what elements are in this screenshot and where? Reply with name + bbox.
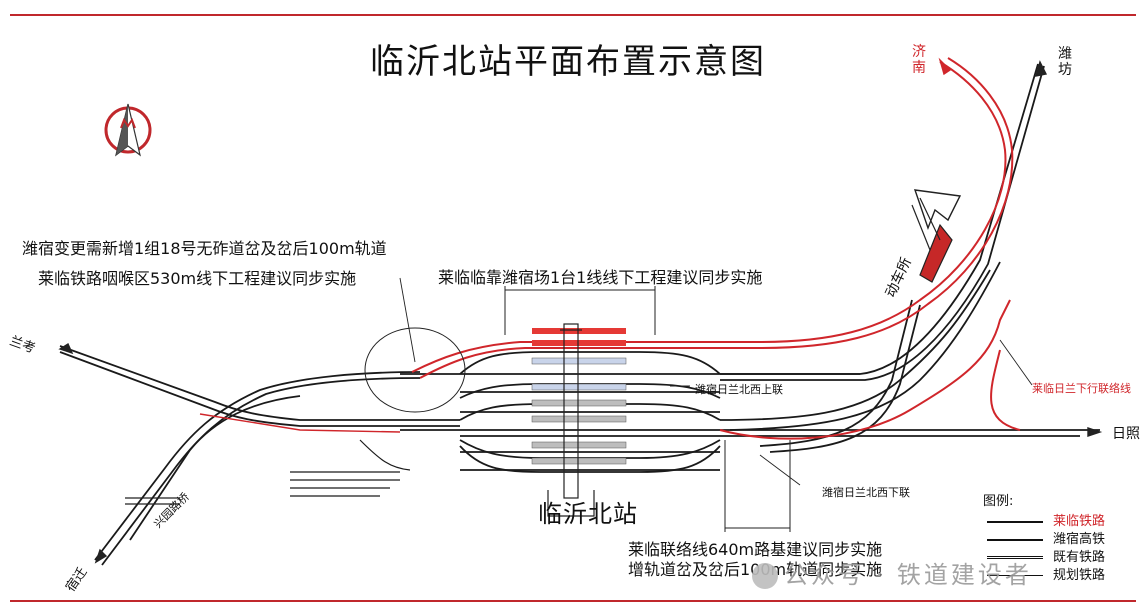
throat-circle — [364, 327, 466, 413]
place-jinan: 济南 — [912, 44, 926, 76]
note-platform: 莱临临靠潍宿场1台1线线下工程建议同步实施 — [438, 268, 763, 287]
legend-item-lailin: 莱临铁路 — [987, 510, 1117, 529]
watermark: 公众号 · 铁道建设者 — [752, 555, 1032, 590]
note-link-subgrade: 莱临联络线640m路基建议同步实施 — [628, 540, 883, 559]
depot-shape — [911, 189, 962, 283]
note-weisu-turnout: 潍宿变更需新增1组18号无砟道岔及岔后100m轨道 — [22, 239, 387, 258]
legend-item-existing: 既有铁路 — [987, 546, 1117, 565]
note-throat-area: 莱临铁路咽喉区530m线下工程建议同步实施 — [38, 269, 357, 288]
arrows — [58, 57, 1103, 564]
place-weifang: 潍坊 — [1058, 46, 1072, 78]
station-building — [547, 323, 595, 517]
leader-lines — [399, 277, 1033, 486]
legend-item-weisu: 潍宿高铁 — [987, 528, 1117, 547]
label-link-down: 潍宿日兰北西下联 — [822, 486, 910, 499]
frame-top-line — [10, 14, 1136, 16]
station-name: 临沂北站 — [538, 500, 638, 528]
label-link-up: 潍宿日兰北西上联 — [695, 383, 783, 396]
road-bridge — [125, 497, 180, 505]
page-title: 临沂北站平面布置示意图 — [370, 42, 766, 82]
label-lailin-link: 莱临日兰下行联络线 — [1032, 382, 1131, 395]
legend-item-planned: 规划铁路 — [987, 564, 1117, 583]
north-compass-icon — [104, 103, 152, 157]
lailin-red-lines — [199, 57, 1021, 440]
frame-bottom-line — [10, 600, 1136, 602]
black-tracks — [59, 63, 1100, 566]
platforms — [531, 328, 627, 465]
place-rizhao: 日照 — [1112, 426, 1140, 442]
dimension-lines — [504, 286, 791, 532]
legend-title: 图例: — [983, 494, 1014, 509]
wechat-icon — [752, 563, 778, 589]
